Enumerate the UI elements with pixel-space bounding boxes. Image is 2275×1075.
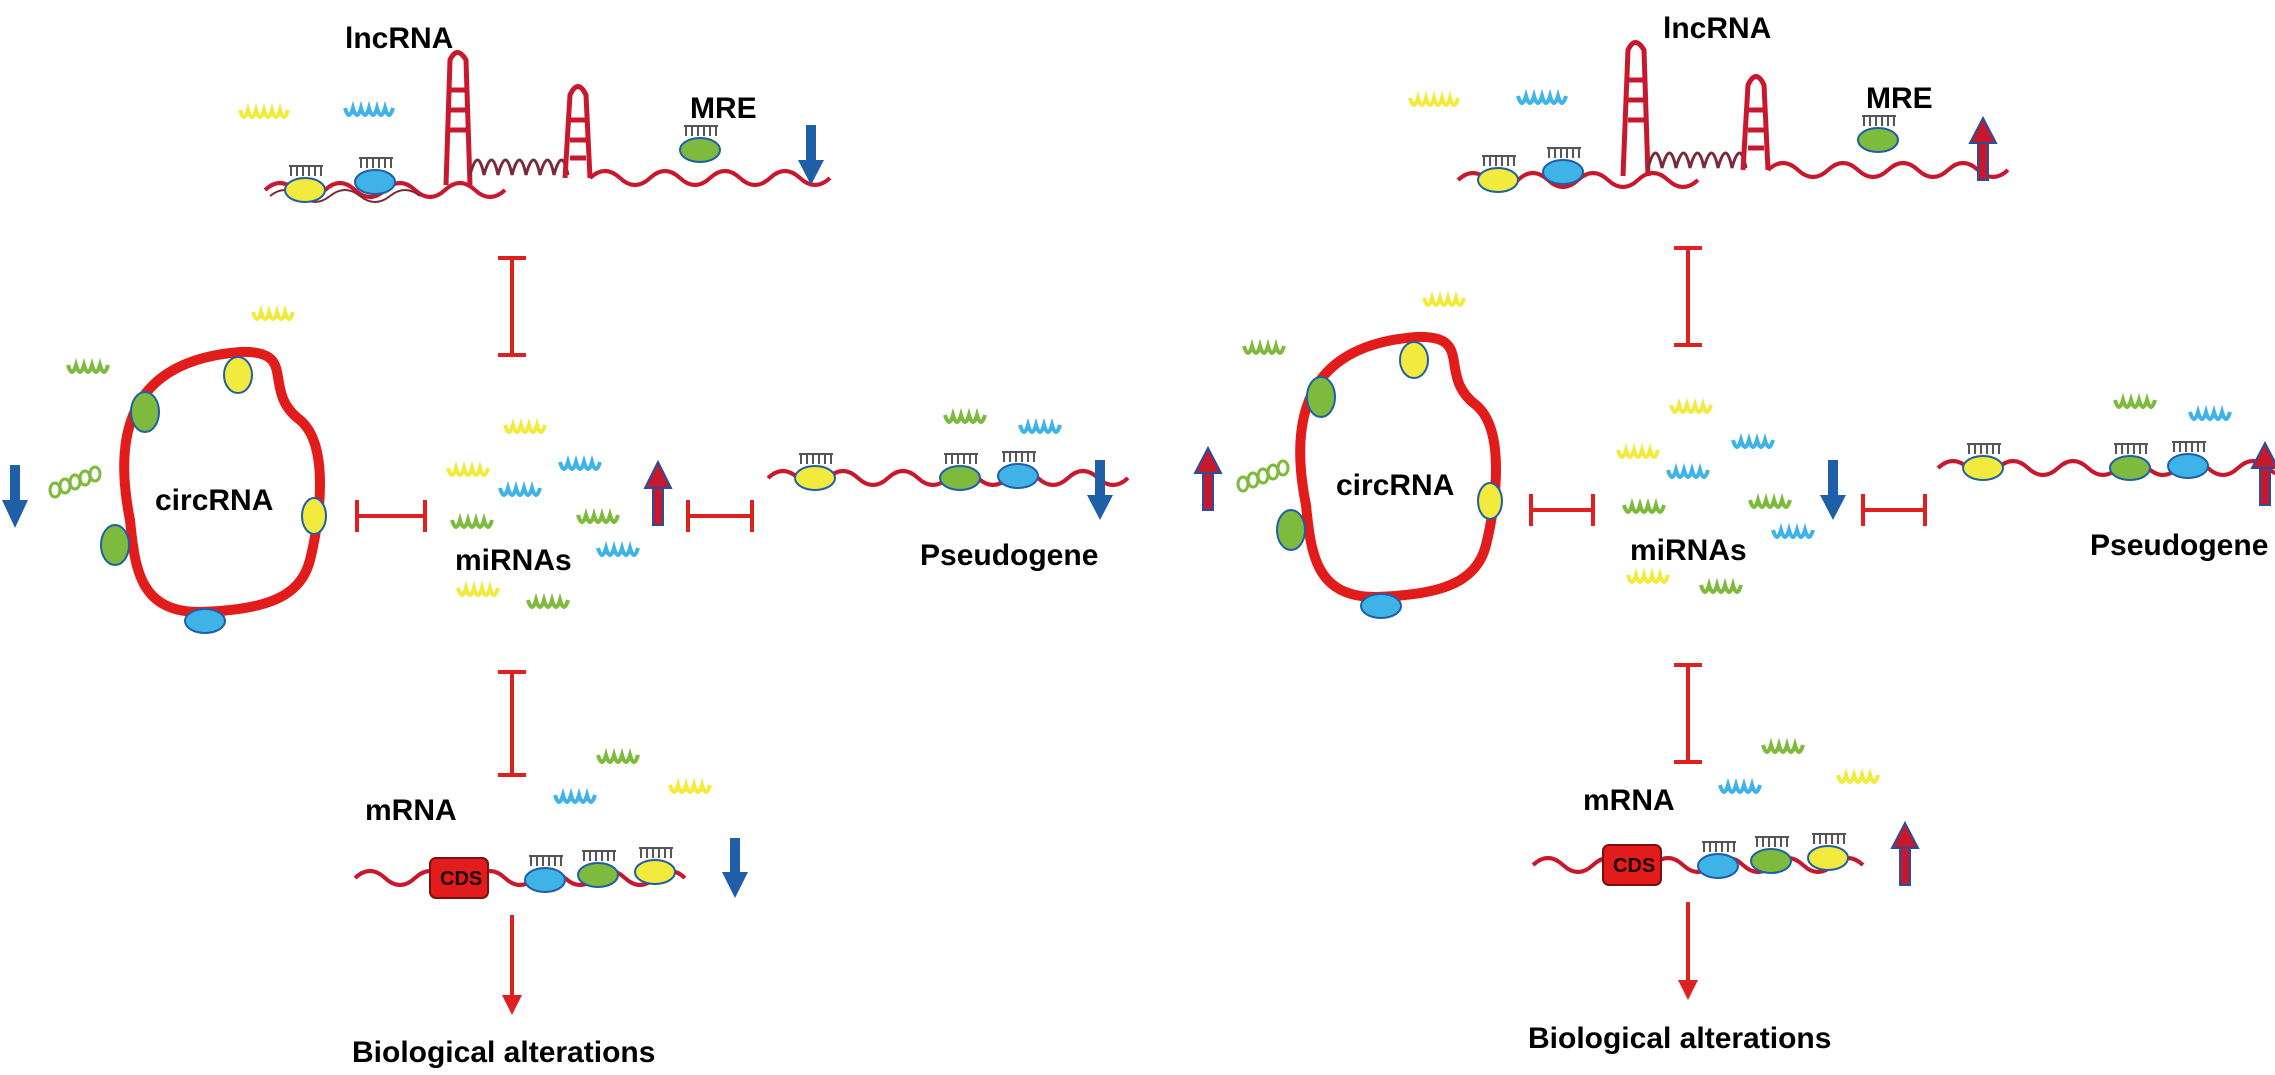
mre-label: MRE [690,92,757,125]
cds-box [1602,844,1662,886]
circrna-label: circRNA [1336,469,1454,502]
circ-mre-blue [184,608,226,634]
trend-up-arrow [1193,445,1223,511]
mre-blue-bound [1542,159,1584,185]
mirna-green-icon [2113,392,2157,409]
pseudo-mre-blue [2167,453,2209,479]
circ-mre-yellow-1 [1399,341,1429,379]
mirna-blue-icon [1018,417,1062,434]
circ-mre-yellow-1 [223,356,253,394]
trend-down-arrow [1087,460,1113,520]
pseudo-mre-green [939,465,981,491]
inhibition-bar [355,500,427,532]
cds-box [429,857,489,899]
mre-yellow-bound [284,177,326,203]
mirna-blue-icon [2188,404,2232,421]
pseudogene-label: Pseudogene [2090,529,2268,562]
mirna-green-beads [48,465,102,499]
mirna-cluster [446,417,640,609]
mrna-label: mRNA [365,794,457,827]
inhibition-bar [498,256,526,357]
mirna-green-icon [66,357,110,374]
pseudo-mre-yellow [794,465,836,491]
circrna-ring [119,346,325,618]
mirna-green-icon [943,407,987,424]
lncrna-label: lncRNA [1663,12,1771,45]
mirna-blue-icon [1718,777,1762,794]
mre-label: MRE [1866,82,1933,115]
mirna-blue-icon [1516,88,1568,105]
lncrna-strand [1456,40,2010,189]
activation-arrow [502,915,522,1015]
inhibition-bar [1861,494,1927,526]
biological-alterations-label: Biological alterations [352,1036,655,1069]
mirna-yellow-icon [1422,290,1466,307]
mirna-blue-icon [343,100,395,117]
circrna-ring [1295,331,1501,603]
mrna-mre-yellow [1807,845,1849,871]
circ-mre-yellow-2 [1477,482,1503,520]
mre-blue-bound [354,169,396,195]
mirna-yellow-icon [1836,767,1880,784]
cds-label: CDS [440,868,482,890]
trend-down-arrow [798,125,824,185]
mirna-yellow-icon [1408,90,1460,107]
panel-left: lncRNA MRE [2,22,1130,1069]
mirna-green-icon [1242,338,1286,355]
mre-green-bound [1857,127,1899,153]
trend-up-arrow [1890,820,1920,886]
mrna-mre-green [577,862,619,888]
mirna-yellow-icon [668,777,712,794]
mrna-label: mRNA [1583,784,1675,817]
mirna-green-icon [596,747,640,764]
pseudogene-label: Pseudogene [920,539,1098,572]
mirna-blue-icon [553,787,597,804]
trend-down-arrow [2,465,28,528]
pseudo-mre-yellow [1962,455,2004,481]
mrna-strand [353,869,687,887]
inhibition-bar [1674,246,1702,347]
mirna-green-icon [1761,737,1805,754]
trend-up-arrow [2250,440,2275,506]
pseudo-mre-blue [997,463,1039,489]
mirna-cluster [1616,397,1815,594]
mirna-green-beads [1236,459,1290,493]
circ-mre-green-2 [100,524,130,566]
mre-green-bound [679,137,721,163]
mre-yellow-bound [1477,167,1519,193]
mrna-strand [1531,856,1865,874]
inhibition-bar [498,670,526,777]
circ-mre-green-1 [130,391,160,433]
mrna-mre-blue [524,867,566,893]
circ-mre-green-1 [1306,376,1336,418]
lncrna-strand [263,50,832,203]
trend-up-arrow [1968,115,1998,181]
mirna-yellow-icon [238,102,290,119]
inhibition-bar [1529,494,1595,526]
mrna-mre-blue [1697,853,1739,879]
mirnas-label: miRNAs [1630,534,1747,567]
cds-label: CDS [1613,855,1655,877]
inhibition-bar [686,500,754,532]
trend-down-arrow [1820,460,1846,520]
mirnas-label: miRNAs [455,544,572,577]
pseudo-mre-green [2109,455,2151,481]
lncrna-label: lncRNA [345,22,453,55]
circ-mre-yellow-2 [301,497,327,535]
inhibition-bar [1674,663,1702,764]
trend-up-arrow [643,459,673,526]
mirna-yellow-icon [251,304,295,321]
circrna-label: circRNA [155,484,273,517]
panel-right: lncRNA MRE circRNA [1193,12,2275,1055]
mrna-mre-yellow [634,859,676,885]
circ-mre-green-2 [1276,509,1306,551]
activation-arrow [1678,902,1698,1000]
circ-mre-blue [1360,593,1402,619]
mrna-mre-green [1750,848,1792,874]
trend-down-arrow [722,838,748,898]
biological-alterations-label: Biological alterations [1528,1022,1831,1055]
